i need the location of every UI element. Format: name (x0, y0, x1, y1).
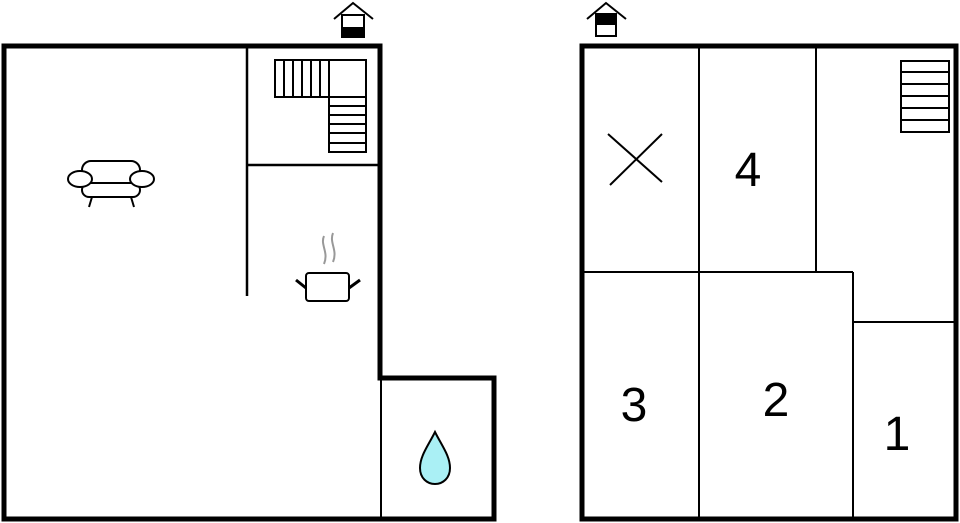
room-label-4: 4 (735, 144, 762, 197)
sofa-icon (67, 160, 155, 208)
room-label-3: 3 (621, 379, 648, 432)
room-label-1: 1 (884, 408, 911, 461)
upper-floor-outer-wall (579, 43, 959, 522)
house-entrance-icon (333, 1, 374, 38)
stairs-straight-icon (900, 60, 950, 133)
stairs-l-shaped-icon (274, 59, 367, 153)
room-label-2: 2 (763, 374, 790, 427)
cooking-pot-icon (295, 232, 361, 302)
upper-floor-plan: 4 3 2 1 (579, 1, 959, 522)
ground-floor-outer-wall (1, 43, 497, 522)
x-mark-icon (607, 133, 663, 186)
house-entrance-icon (586, 1, 627, 37)
water-drop-icon (418, 429, 452, 486)
ground-floor-plan (1, 1, 497, 522)
